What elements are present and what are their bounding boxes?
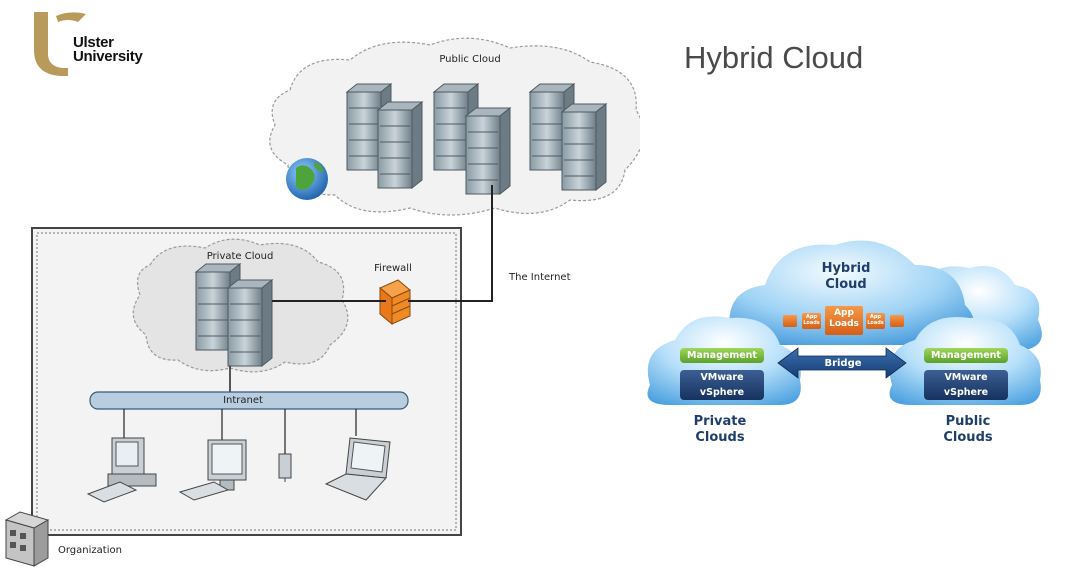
bridge-arrow <box>777 347 907 379</box>
hybrid-cloud-label: Hybrid Cloud <box>821 261 871 292</box>
logo-line-2: University <box>73 48 143 65</box>
network-diagram <box>4 37 640 567</box>
organization-building-icon <box>4 511 50 567</box>
intranet-label: Intranet <box>223 395 263 406</box>
desktop-computer-icon <box>86 437 157 503</box>
app-block-left <box>783 315 797 327</box>
public-cloud-label: Public Cloud <box>439 54 501 65</box>
page-title: Hybrid Cloud <box>684 40 864 75</box>
laptop-icon <box>324 437 391 501</box>
public-clouds-label: Public Clouds <box>943 414 993 445</box>
logo-line-1: Ulster <box>73 34 114 51</box>
bridge-label: Bridge <box>824 358 862 369</box>
firewall-icon <box>379 279 411 326</box>
app-loads-left: App Loads <box>802 313 821 329</box>
intranet-bus <box>89 391 409 410</box>
firewall-label: Firewall <box>374 263 412 274</box>
right-management-pill: Management <box>924 348 1008 363</box>
right-vsphere-pill: VMware vSphere <box>924 370 1008 400</box>
app-loads-right: App Loads <box>866 313 885 329</box>
internet-label: The Internet <box>509 272 571 283</box>
university-logo-text: Ulster University <box>73 34 143 65</box>
monitor-icon <box>178 439 247 501</box>
university-logo-mark <box>34 12 86 76</box>
network-device-icon <box>278 453 292 482</box>
private-cloud-label: Private Cloud <box>206 251 274 262</box>
left-management-pill: Management <box>680 348 764 363</box>
left-vsphere-pill: VMware vSphere <box>680 370 764 400</box>
app-block-right <box>890 315 904 327</box>
app-loads-main: App Loads <box>825 306 863 335</box>
organization-label: Organization <box>58 545 122 556</box>
private-clouds-label: Private Clouds <box>693 414 747 445</box>
